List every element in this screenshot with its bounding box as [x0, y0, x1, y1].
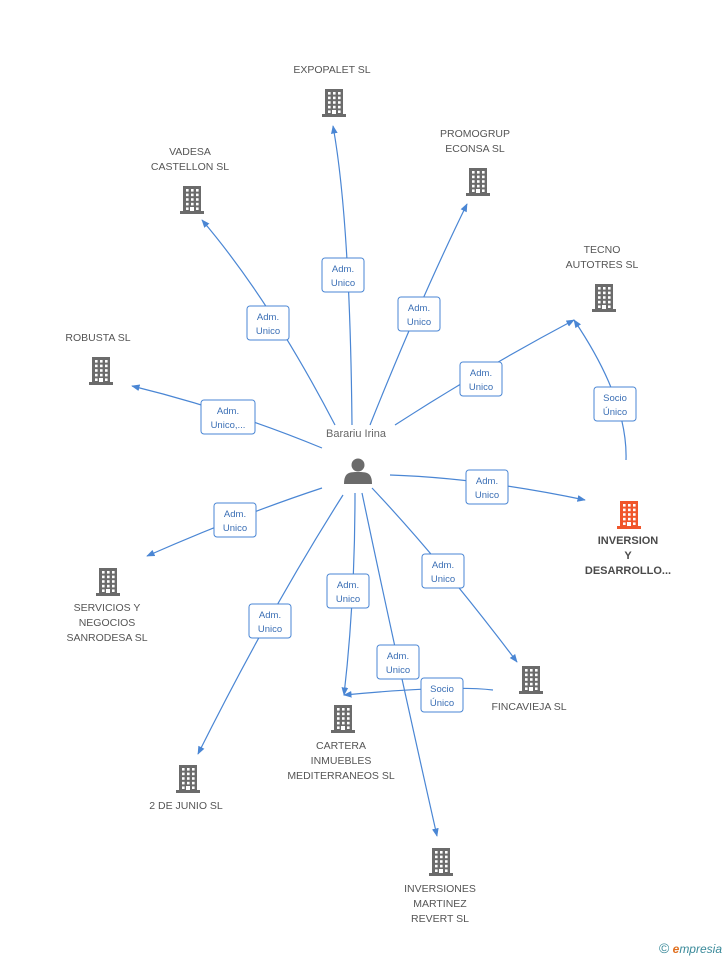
relation-tag-text: Único	[603, 407, 627, 418]
relation-tag-text: Adm.	[337, 580, 359, 591]
relation-tag-text: Unico	[407, 317, 431, 328]
relation-tag-text: Adm.	[387, 651, 409, 662]
building-icon-junio[interactable]	[176, 765, 200, 793]
relation-tag[interactable]: Adm. Unico	[465, 469, 509, 505]
company-label-servicios[interactable]: NEGOCIOS	[79, 617, 136, 629]
person-name: Barariu Irina	[326, 428, 387, 440]
relation-tag-text: Adm.	[332, 264, 354, 275]
relation-tag-text: Único	[430, 698, 454, 709]
relation-tag-text: Unico	[331, 278, 355, 289]
relation-tag-text: Adm.	[408, 303, 430, 314]
company-label-promogrup[interactable]: PROMOGRUP	[440, 128, 510, 140]
relation-tag[interactable]: Adm. Unico	[459, 361, 503, 397]
company-label-tecno[interactable]: AUTOTRES SL	[566, 259, 639, 271]
copyright-footer: © empresia	[659, 940, 722, 956]
relation-tag-text: Socio	[430, 684, 454, 695]
relation-tag-text: Unico	[258, 624, 282, 635]
relation-tag-text: Adm.	[224, 509, 246, 520]
relation-tag-text: Unico	[223, 523, 247, 534]
relation-tag-text: Socio	[603, 393, 627, 404]
relation-tag[interactable]: Adm. Unico	[213, 502, 257, 538]
relation-tag-text: Adm.	[257, 312, 279, 323]
relation-tag[interactable]: Adm. Unico	[421, 553, 465, 589]
relation-tag-text: Unico	[336, 594, 360, 605]
company-label-martinez[interactable]: INVERSIONES	[404, 883, 476, 895]
building-icon-vadesa[interactable]	[180, 186, 204, 214]
brand-logo-initial: e	[672, 942, 680, 956]
company-label-vadesa[interactable]: CASTELLON SL	[151, 161, 229, 173]
relation-tag[interactable]: Adm. Unico	[376, 644, 420, 680]
building-icon-fincavieja[interactable]	[519, 666, 543, 694]
company-label-servicios[interactable]: SERVICIOS Y	[74, 602, 141, 614]
relation-tag[interactable]: Adm. Unico	[248, 603, 292, 639]
relation-tag-text: Unico	[475, 490, 499, 501]
company-label-robusta[interactable]: ROBUSTA SL	[65, 332, 130, 344]
company-label-junio[interactable]: 2 DE JUNIO SL	[149, 800, 223, 812]
nodes-layer: Barariu Irina EXPOPALET SL VADESA CASTELLON…	[65, 64, 671, 925]
company-label-inversion[interactable]: DESARROLLO...	[585, 565, 671, 577]
company-label-vadesa[interactable]: VADESA	[169, 146, 211, 158]
relation-tag-text: Unico	[431, 574, 455, 585]
company-label-servicios[interactable]: SANRODESA SL	[66, 632, 147, 644]
relation-edge	[331, 125, 353, 426]
relation-tag[interactable]: Adm. Unico	[321, 257, 365, 293]
company-label-martinez[interactable]: REVERT SL	[411, 913, 469, 925]
relation-tag-text: Adm.	[259, 610, 281, 621]
building-icon-inversion[interactable]	[617, 501, 641, 529]
company-label-tecno[interactable]: TECNO	[584, 244, 621, 256]
company-label-cartera[interactable]: MEDITERRANEOS SL	[287, 770, 395, 782]
relation-tag-text: Adm.	[432, 560, 454, 571]
company-label-inversion[interactable]: Y	[624, 550, 632, 562]
relation-tag[interactable]: Adm. Unico	[397, 296, 441, 332]
brand-logo-rest: mpresia	[679, 942, 722, 956]
person-icon[interactable]	[344, 458, 372, 485]
building-icon-servicios[interactable]	[96, 568, 120, 596]
building-icon-robusta[interactable]	[89, 357, 113, 385]
relation-tag-text: Unico,...	[211, 420, 246, 431]
relation-tag-text: Unico	[386, 665, 410, 676]
relation-tag[interactable]: Adm. Unico	[326, 573, 370, 609]
copyright-icon: ©	[658, 940, 670, 956]
building-icon-tecno[interactable]	[592, 284, 616, 312]
relation-tag-text: Unico	[256, 326, 280, 337]
building-icon-expopalet[interactable]	[322, 89, 346, 117]
relation-tag[interactable]: Adm. Unico	[246, 305, 290, 341]
company-label-fincavieja[interactable]: FINCAVIEJA SL	[491, 701, 566, 713]
company-label-cartera[interactable]: INMUEBLES	[311, 755, 372, 767]
building-icon-martinez[interactable]	[429, 848, 453, 876]
relation-tag[interactable]: Adm. Unico,...	[200, 399, 256, 435]
relation-tags-layer: Adm.UnicoAdm.UnicoAdm.UnicoAdm.UnicoAdm.…	[200, 257, 637, 713]
relation-tag-text: Adm.	[470, 368, 492, 379]
company-label-promogrup[interactable]: ECONSA SL	[445, 143, 505, 155]
building-icon-promogrup[interactable]	[466, 168, 490, 196]
company-label-inversion[interactable]: INVERSION	[598, 535, 659, 547]
relation-tag-text: Unico	[469, 382, 493, 393]
relation-tag-text: Adm.	[217, 406, 239, 417]
company-label-cartera[interactable]: CARTERA	[316, 740, 366, 752]
company-label-expopalet[interactable]: EXPOPALET SL	[293, 64, 370, 76]
relation-edge	[343, 687, 494, 698]
relation-tag-text: Adm.	[476, 476, 498, 487]
company-label-martinez[interactable]: MARTINEZ	[413, 898, 467, 910]
edges-layer	[131, 125, 627, 837]
building-icon-cartera[interactable]	[331, 705, 355, 733]
